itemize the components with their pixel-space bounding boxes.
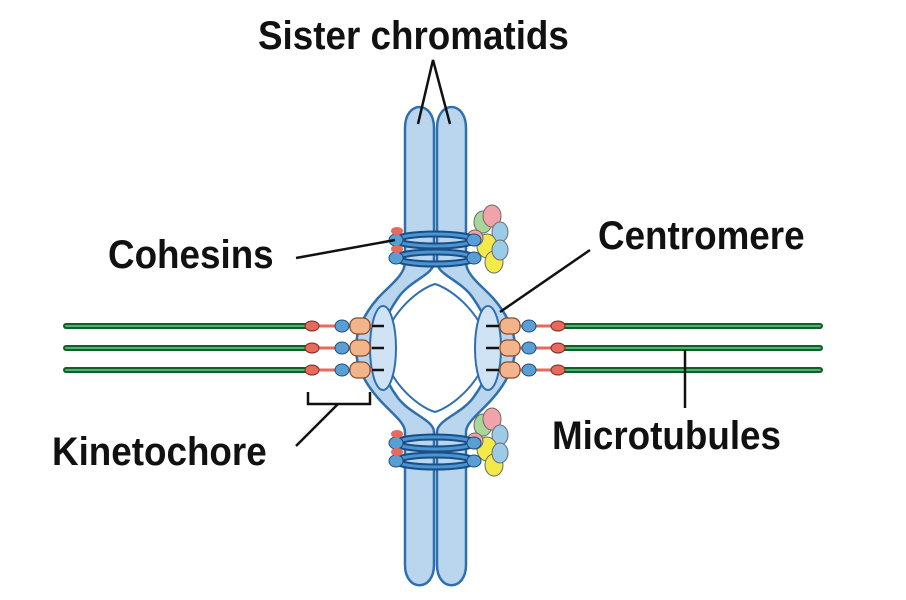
cohesins-pointer	[295, 238, 396, 260]
kinetochore-left	[304, 317, 384, 379]
kinetochore-right	[486, 317, 566, 379]
cohesin-complex-lower	[388, 407, 509, 477]
kinetochore-unit	[486, 361, 566, 379]
microtubules-right	[557, 323, 823, 373]
kinetochore-unit	[486, 339, 566, 357]
leader-lines	[295, 59, 687, 447]
centromere-gap	[382, 282, 489, 414]
kinetochore-pointer	[295, 403, 339, 447]
cohesin-ring	[388, 245, 482, 268]
kinetochore-unit	[486, 317, 566, 335]
kinetochore-bracket	[306, 392, 372, 406]
kinetochore-unit	[304, 361, 384, 379]
microtubules-left	[63, 323, 313, 373]
protein-cluster	[466, 204, 509, 274]
label-cohesins: Cohesins	[108, 233, 274, 277]
cohesin-complex-upper	[388, 204, 509, 274]
label-kinetochore: Kinetochore	[52, 430, 267, 474]
cohesin-ring	[388, 448, 482, 471]
cohesin-ring	[388, 430, 482, 453]
cohesin-ring	[388, 227, 482, 250]
label-sister-chromatids: Sister chromatids	[258, 14, 569, 58]
sister-chromatids-pointer	[416, 59, 452, 125]
label-microtubules: Microtubules	[552, 414, 781, 458]
kinetochore-unit	[304, 317, 384, 335]
kinetochore-unit	[304, 339, 384, 357]
centromere-pointer	[499, 248, 591, 314]
label-centromere: Centromere	[598, 214, 805, 258]
